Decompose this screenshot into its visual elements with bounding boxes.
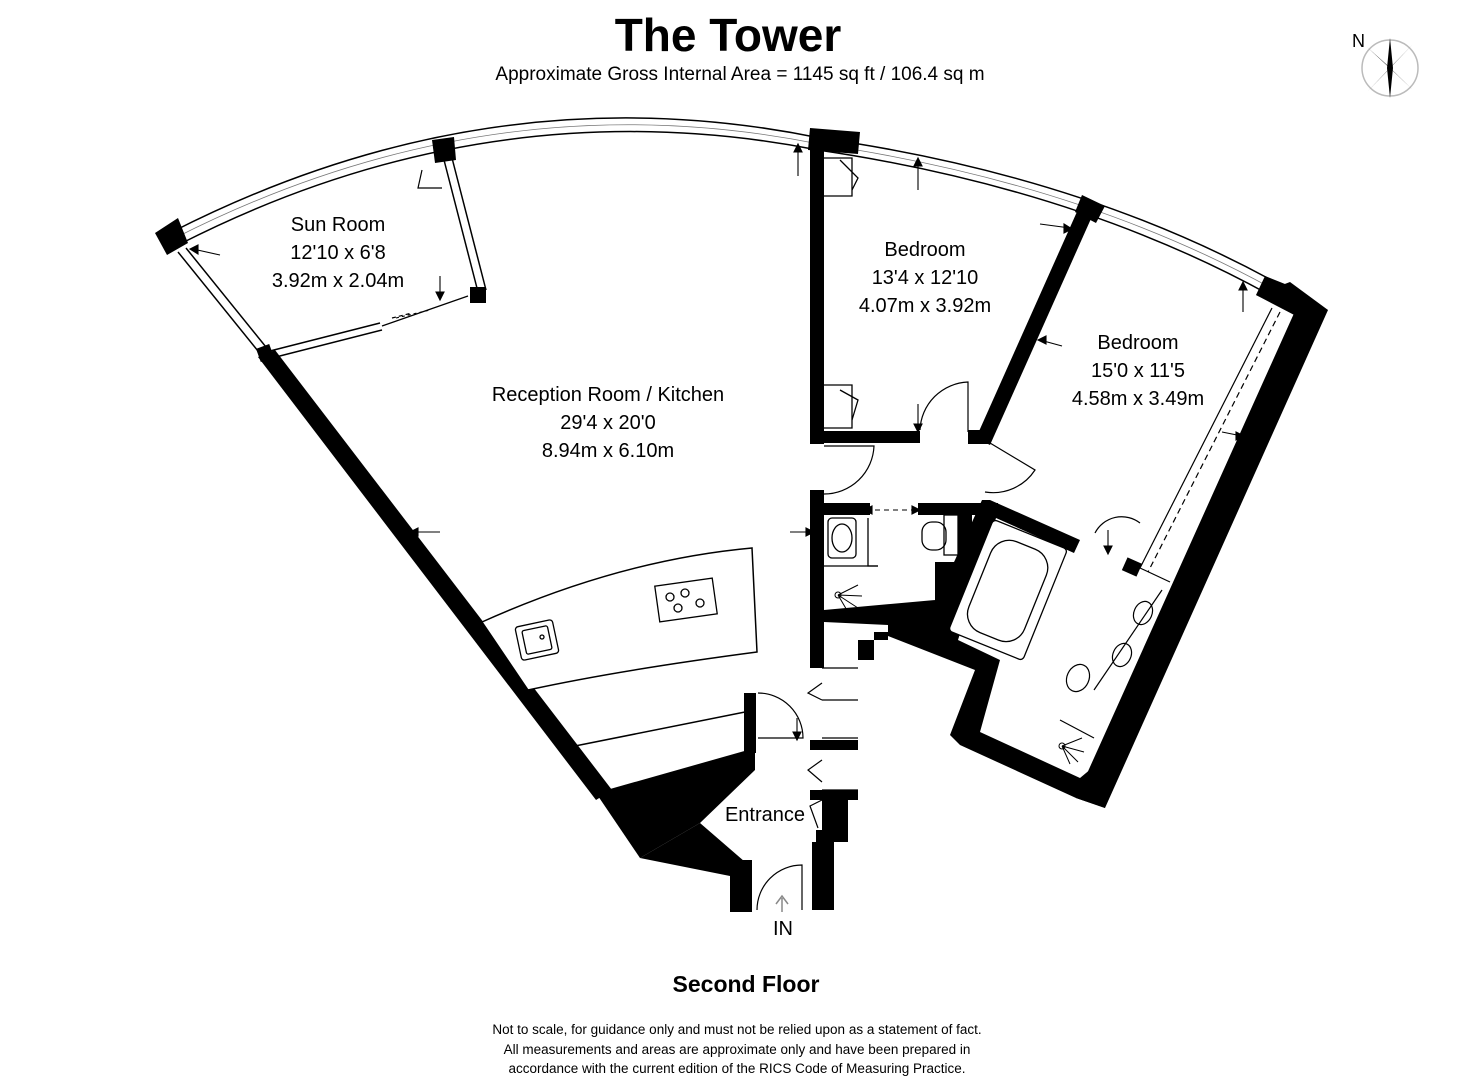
- west-external-wall: [258, 350, 612, 800]
- ensuite-fixtures: [1059, 589, 1163, 739]
- hall-angled-wall: [824, 600, 935, 636]
- sun-room-partition: [177, 157, 487, 360]
- disclaimer-line-2: All measurements and areas are approxima…: [504, 1042, 971, 1057]
- family-bath-wall-block: [935, 515, 972, 600]
- bedroom2-wardrobe: [1139, 307, 1281, 583]
- bathroom-outer-wall: [888, 500, 1105, 808]
- entrance-east-wall: [812, 632, 888, 910]
- east-external-wall: [1076, 300, 1328, 808]
- bedroom-partition-pillar: [968, 430, 988, 444]
- entrance-angled-wall: [640, 823, 752, 912]
- door-swings: [756, 381, 1141, 911]
- entry-label: IN: [773, 918, 793, 940]
- kitchen-pillar: [744, 693, 756, 753]
- sun-room-pillar: [470, 287, 486, 303]
- hob-icon: [654, 577, 718, 623]
- sun-room-metric: 3.92m x 2.04m: [272, 270, 404, 292]
- family-bathroom: [824, 514, 959, 567]
- plan-title: The Tower: [615, 9, 842, 61]
- bedroom2-name: Bedroom: [1097, 332, 1178, 354]
- compass-north-label: N: [1352, 31, 1365, 51]
- bedroom1-bottom-wall: [820, 431, 920, 443]
- bedroom1-wardrobes: [824, 157, 859, 429]
- disclaimer-line-3: accordance with the current edition of t…: [509, 1061, 966, 1076]
- hall-top-wall-a: [810, 503, 870, 515]
- sun-room-sliding-door: [381, 169, 469, 327]
- reception-name: Reception Room / Kitchen: [492, 384, 724, 406]
- bedroom1-imperial: 13'4 x 12'10: [872, 267, 979, 289]
- sun-room-imperial: 12'10 x 6'8: [290, 242, 386, 264]
- shower-icon: [1058, 737, 1085, 765]
- sink-icon: [514, 619, 560, 661]
- kitchen-counter-back: [574, 709, 756, 747]
- dimension-arrows: [188, 142, 1248, 742]
- bedroom1-metric: 4.07m x 3.92m: [859, 295, 991, 317]
- reception-metric: 8.94m x 6.10m: [542, 440, 674, 462]
- floor-label: Second Floor: [673, 971, 820, 997]
- bedroom2-metric: 4.58m x 3.49m: [1072, 388, 1204, 410]
- entrance-cupboards: [806, 667, 858, 829]
- hall-corner-wall: [810, 490, 824, 650]
- sun-room-name: Sun Room: [291, 214, 386, 236]
- curved-window-wall: [171, 117, 1276, 295]
- disclaimer-line-1: Not to scale, for guidance only and must…: [492, 1022, 981, 1037]
- bathroom-partition-stub: [1121, 557, 1143, 577]
- kitchen-corner-block: [596, 748, 755, 858]
- bedroom1-name: Bedroom: [884, 239, 965, 261]
- compass-icon: [1361, 38, 1419, 98]
- entry-arrow-icon: [775, 894, 789, 912]
- entrance-left-jamb: [730, 860, 752, 912]
- bath-icon: [948, 519, 1068, 661]
- entrance-label: Entrance: [725, 804, 805, 826]
- bedroom-partition-wall: [976, 205, 1094, 445]
- bedroom2-corner-block: [1256, 282, 1328, 318]
- reception-bedroom-partition: [810, 150, 824, 444]
- kitchen-island: [480, 547, 758, 691]
- entrance-partition-lower: [810, 790, 858, 800]
- reception-imperial: 29'4 x 20'0: [560, 412, 656, 434]
- entrance-east-wall-upper: [810, 648, 824, 668]
- entrance-partition: [810, 740, 858, 750]
- area-subtitle: Approximate Gross Internal Area = 1145 s…: [495, 64, 984, 85]
- bedroom2-imperial: 15'0 x 11'5: [1091, 360, 1185, 382]
- family-shower-icon: [834, 584, 863, 613]
